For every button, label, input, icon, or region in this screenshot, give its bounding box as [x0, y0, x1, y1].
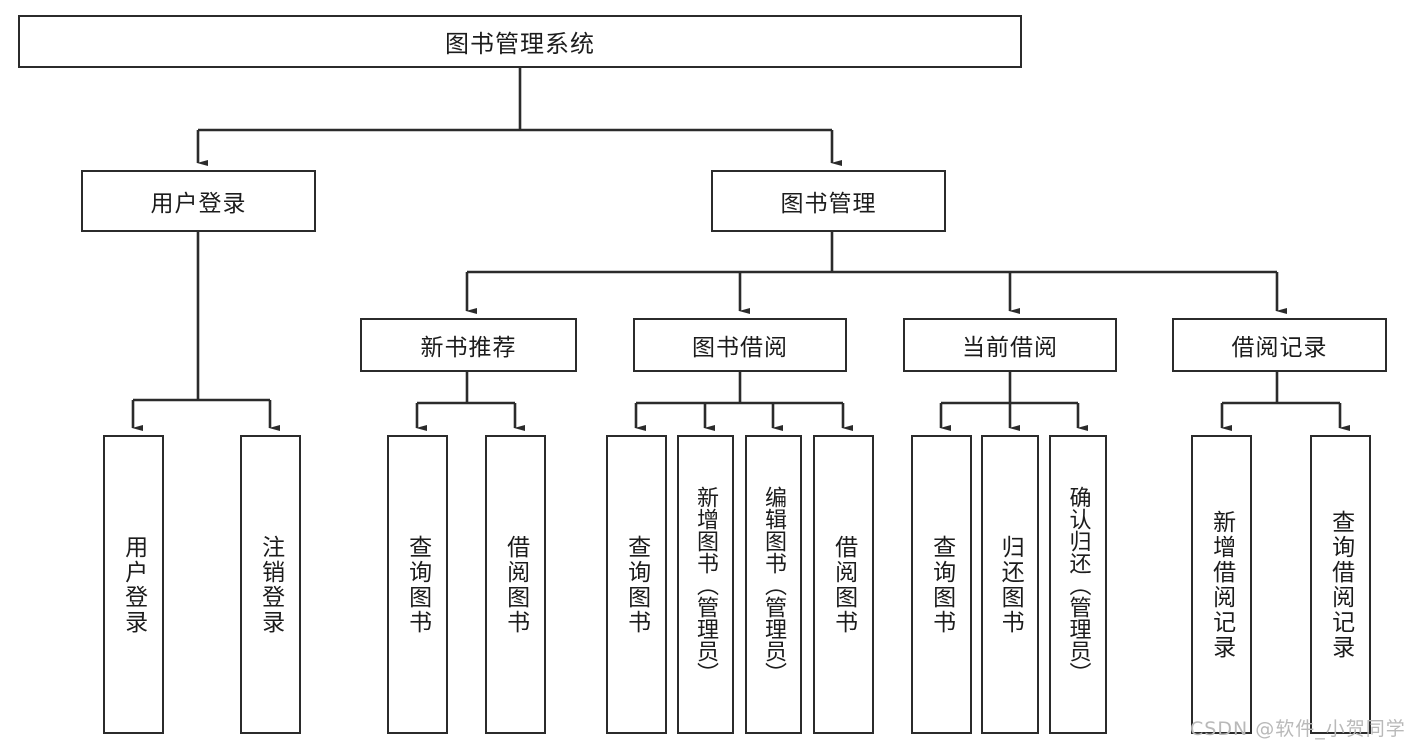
node-leaf-borrow-book-1[interactable]: 借阅图书	[485, 435, 546, 734]
node-current-borrow[interactable]: 当前借阅	[903, 318, 1117, 372]
node-leaf-query-record[interactable]: 查询借阅记录	[1310, 435, 1371, 734]
node-leaf-query-book-3-label: 查询图书	[928, 534, 955, 635]
node-leaf-borrow-book-2-label: 借阅图书	[830, 534, 857, 635]
node-leaf-add-book-label: 新增图书（管理员）	[693, 485, 719, 684]
node-leaf-query-book-1[interactable]: 查询图书	[387, 435, 448, 734]
watermark-text: CSDN @软件_小贺同学	[1190, 718, 1405, 740]
node-leaf-borrow-book-2[interactable]: 借阅图书	[813, 435, 874, 734]
node-leaf-confirm-return-label: 确认归还（管理员）	[1065, 485, 1091, 684]
node-leaf-edit-book-label: 编辑图书（管理员）	[761, 485, 787, 684]
node-leaf-logout-label: 注销登录	[257, 534, 284, 635]
node-leaf-edit-book[interactable]: 编辑图书（管理员）	[745, 435, 802, 734]
node-leaf-query-book-1-label: 查询图书	[404, 534, 431, 635]
node-leaf-add-book[interactable]: 新增图书（管理员）	[677, 435, 734, 734]
node-leaf-query-book-3[interactable]: 查询图书	[911, 435, 972, 734]
node-leaf-add-record-label: 新增借阅记录	[1208, 509, 1235, 660]
node-leaf-user-login[interactable]: 用户登录	[103, 435, 164, 734]
node-leaf-query-record-label: 查询借阅记录	[1327, 509, 1354, 660]
node-user-login[interactable]: 用户登录	[81, 170, 316, 232]
node-new-book-rec[interactable]: 新书推荐	[360, 318, 577, 372]
node-book-manage[interactable]: 图书管理	[711, 170, 946, 232]
node-leaf-return-book[interactable]: 归还图书	[981, 435, 1039, 734]
node-borrow-record-label: 借阅记录	[1231, 335, 1328, 361]
node-current-borrow-label: 当前借阅	[962, 335, 1058, 361]
node-book-borrow-label: 图书借阅	[692, 335, 788, 361]
node-leaf-logout[interactable]: 注销登录	[240, 435, 301, 734]
node-leaf-add-record[interactable]: 新增借阅记录	[1191, 435, 1252, 734]
node-leaf-confirm-return[interactable]: 确认归还（管理员）	[1049, 435, 1107, 734]
node-leaf-return-book-label: 归还图书	[997, 534, 1024, 635]
node-book-manage-label: 图书管理	[780, 191, 877, 217]
node-leaf-user-login-label: 用户登录	[120, 534, 147, 635]
node-leaf-borrow-book-1-label: 借阅图书	[502, 534, 529, 635]
node-book-borrow[interactable]: 图书借阅	[633, 318, 847, 372]
node-user-login-label: 用户登录	[150, 191, 247, 217]
node-leaf-query-book-2-label: 查询图书	[623, 534, 650, 635]
node-root[interactable]: 图书管理系统	[18, 15, 1022, 68]
node-new-book-rec-label: 新书推荐	[420, 335, 517, 361]
node-root-label: 图书管理系统	[445, 30, 595, 58]
node-leaf-query-book-2[interactable]: 查询图书	[606, 435, 667, 734]
node-borrow-record[interactable]: 借阅记录	[1172, 318, 1387, 372]
